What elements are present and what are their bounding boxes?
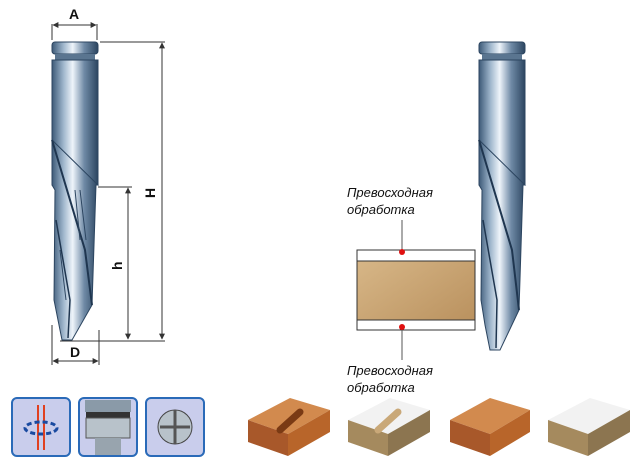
bottom-quality-marker [399, 324, 405, 330]
top-finish-label-2: обработка [347, 202, 415, 217]
bottom-finish-label-2: обработка [347, 380, 415, 395]
dimension-H-label: H [142, 188, 158, 198]
workpiece-board [356, 220, 476, 360]
top-finish-label-1: Превосходная [347, 185, 433, 200]
chipboard-profile-sample [548, 398, 630, 456]
wood-profile-sample [450, 398, 530, 456]
cutter-end-icon [145, 397, 205, 457]
up-down-rotation-icon [11, 397, 71, 457]
dimension-h-label: h [109, 261, 125, 270]
collet-shank-icon [78, 397, 138, 457]
chipboard-slot-sample [348, 398, 430, 456]
dimension-A-label: A [69, 6, 79, 22]
dimension-lines [51, 22, 165, 365]
top-quality-marker [399, 249, 405, 255]
router-bit-left [51, 41, 100, 341]
bottom-finish-label-1: Превосходная [347, 363, 433, 378]
router-bit-right [478, 41, 527, 351]
wood-slot-sample [248, 398, 330, 456]
dimension-D-label: D [70, 344, 80, 360]
